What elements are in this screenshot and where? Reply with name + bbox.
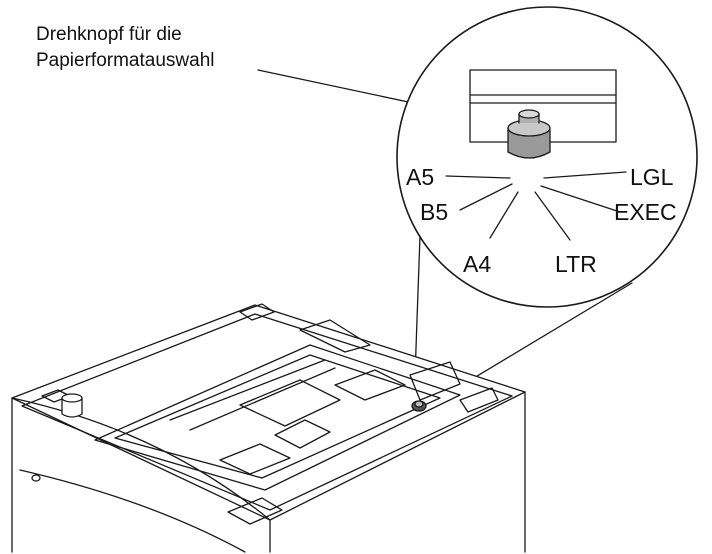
zoomed-knob-housing: [469, 69, 617, 143]
callout-line-1: Drehknopf für die: [36, 24, 182, 45]
label-a5: A5: [406, 164, 434, 190]
zoomed-knob-icon: [507, 109, 551, 159]
label-b5: B5: [420, 199, 448, 225]
magnifier-circle: [396, 6, 698, 308]
callout-line-2: Papierformatauswahl: [36, 50, 215, 71]
label-exec: EXEC: [614, 199, 677, 225]
label-lgl: LGL: [630, 164, 674, 190]
format-dial-on-tray-icon: [411, 400, 427, 412]
knob-callout-label: Drehknopf für die Papierformatauswahl: [36, 22, 214, 74]
label-a4: A4: [463, 251, 491, 277]
dial-position-lines: [445, 171, 627, 241]
paper-tray-unit: [11, 303, 526, 553]
label-ltr: LTR: [555, 251, 597, 277]
tray-knob-icon: [61, 393, 83, 418]
